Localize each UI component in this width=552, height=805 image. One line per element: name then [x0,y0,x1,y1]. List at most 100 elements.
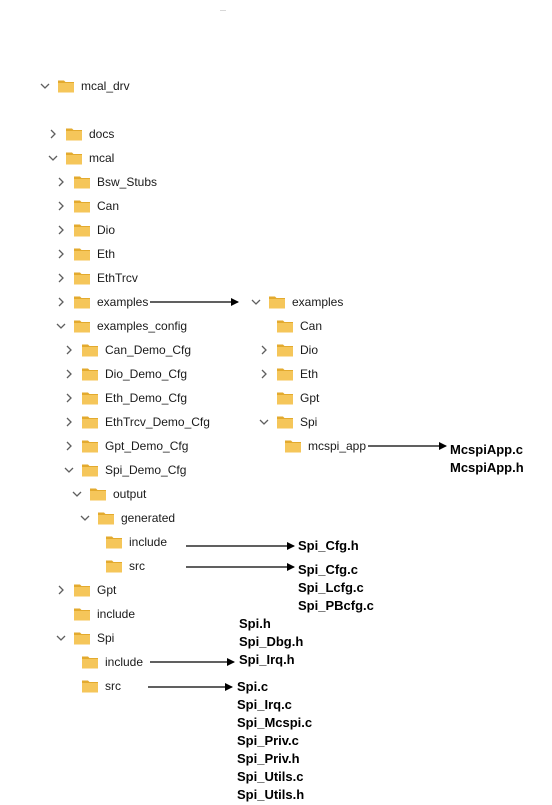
folder-label: mcal [89,151,115,165]
folder-label: Eth_Demo_Cfg [105,391,188,405]
tree-node-generated-src[interactable]: src [86,554,145,578]
chevron-right-icon[interactable] [62,364,76,384]
tree-node-ethtrcv[interactable]: EthTrcv [54,266,138,290]
examples-node-gpt[interactable]: Gpt [257,386,319,410]
folder-icon [73,245,91,263]
tree-node-docs[interactable]: docs [46,122,114,146]
tree-node-generated[interactable]: generated [78,506,175,530]
folder-label: Gpt [97,583,117,597]
tree-node-eth[interactable]: Eth [54,242,115,266]
folder-icon [73,197,91,215]
examples-node-dio[interactable]: Dio [257,338,318,362]
tree-node-spi[interactable]: Spi [54,626,114,650]
folder-label: Spi [300,415,318,429]
file-name: Spi_Dbg.h [239,634,304,649]
folder-label: mcspi_app [308,439,367,453]
chevron-down-icon[interactable] [257,412,271,432]
tree-node-mcal-drv[interactable]: mcal_drv [38,74,130,98]
tree-node-ethtrcv-demo-cfg[interactable]: EthTrcv_Demo_Cfg [62,410,210,434]
folder-icon [276,317,294,335]
examples-node-mcspi-app[interactable]: mcspi_app [265,434,366,458]
chevron-down-icon[interactable] [54,628,68,648]
tree-node-spi-include[interactable]: include [62,650,143,674]
chevron-right-icon[interactable] [62,436,76,456]
folder-icon [81,341,99,359]
chevron-right-icon[interactable] [54,196,68,216]
tree-node-examples-config[interactable]: examples_config [54,314,187,338]
folder-icon [89,485,107,503]
chevron-right-icon[interactable] [46,124,60,144]
chevron-down-icon[interactable] [62,460,76,480]
folder-icon [276,413,294,431]
tree-node-gpt-demo-cfg[interactable]: Gpt_Demo_Cfg [62,434,188,458]
folder-label: Eth [300,367,319,381]
examples-node-eth[interactable]: Eth [257,362,318,386]
chevron-right-icon[interactable] [54,580,68,600]
chevron-right-icon[interactable] [54,220,68,240]
folder-icon [105,557,123,575]
folder-label: docs [89,127,115,141]
tree-node-gpt[interactable]: Gpt [54,578,116,602]
folder-icon [81,461,99,479]
folder-label: Dio_Demo_Cfg [105,367,188,381]
folder-label: Eth [97,247,116,261]
folder-label: include [105,655,144,669]
examples-node-spi[interactable]: Spi [257,410,317,434]
folder-icon [73,317,91,335]
tree-node-examples[interactable]: examples [54,290,148,314]
file-name: Spi_Mcspi.c [237,715,313,730]
examples-node-examples[interactable]: examples [249,290,343,314]
chevron-right-icon[interactable] [257,340,271,360]
chevron-right-icon[interactable] [54,292,68,312]
file-name: Spi_Priv.c [237,733,299,748]
folder-icon [73,269,91,287]
chevron-right-icon[interactable] [54,268,68,288]
folder-label: Gpt_Demo_Cfg [105,439,189,453]
chevron-right-icon[interactable] [54,244,68,264]
chevron-down-icon[interactable] [54,316,68,336]
file-name: Spi_Irq.h [239,652,295,667]
folder-label: generated [121,511,176,525]
chevron-down-icon[interactable] [70,484,84,504]
tree-node-dio[interactable]: Dio [54,218,115,242]
chevron-down-icon[interactable] [46,148,60,168]
tree-node-eth-demo-cfg[interactable]: Eth_Demo_Cfg [62,386,187,410]
chevron-right-icon[interactable] [54,172,68,192]
file-name: Spi_PBcfg.c [298,598,374,613]
folder-icon [268,293,286,311]
tree-node-dio-demo-cfg[interactable]: Dio_Demo_Cfg [62,362,187,386]
tree-node-can[interactable]: Can [54,194,119,218]
folder-label: output [113,487,147,501]
chevron-right-icon[interactable] [62,340,76,360]
folder-icon [81,365,99,383]
tree-node-include[interactable]: include [54,602,135,626]
folder-icon [97,509,115,527]
chevron-right-icon[interactable] [257,364,271,384]
file-name: Spi_Irq.c [237,697,292,712]
chevron-right-icon[interactable] [62,412,76,432]
chevron-down-icon[interactable] [249,292,263,312]
tree-node-mcal[interactable]: mcal [46,146,114,170]
folder-icon [73,581,91,599]
folder-label: EthTrcv [97,271,138,285]
tree-node-bsw-stubs[interactable]: Bsw_Stubs [54,170,157,194]
top-mark [220,10,226,11]
chevron-down-icon[interactable] [38,76,52,96]
file-name: Spi_Cfg.h [298,538,359,553]
tree-node-spi-demo-cfg[interactable]: Spi_Demo_Cfg [62,458,186,482]
folder-icon [81,437,99,455]
folder-icon [73,293,91,311]
folder-label: Spi_Demo_Cfg [105,463,187,477]
folder-label: include [97,607,136,621]
file-name: Spi_Priv.h [237,751,300,766]
tree-node-spi-src[interactable]: src [62,674,121,698]
tree-node-can-demo-cfg[interactable]: Can_Demo_Cfg [62,338,191,362]
examples-node-can[interactable]: Can [257,314,322,338]
chevron-down-icon[interactable] [78,508,92,528]
tree-node-generated-include[interactable]: include [86,530,167,554]
tree-node-output[interactable]: output [70,482,146,506]
file-name: McspiApp.h [450,460,524,475]
chevron-right-icon[interactable] [62,388,76,408]
